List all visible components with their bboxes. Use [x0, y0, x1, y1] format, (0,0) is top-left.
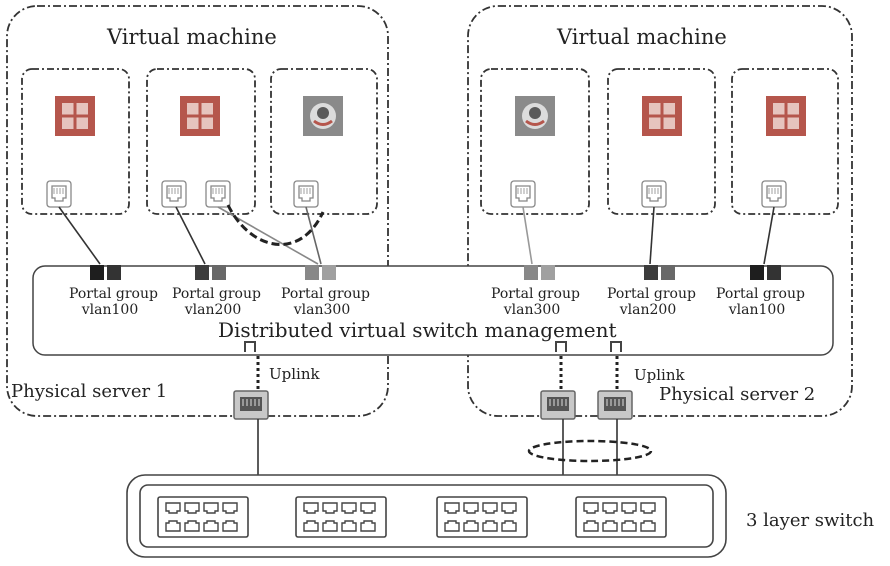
- nic-port-icon: [761, 180, 787, 208]
- physical-nic-icon: [233, 390, 269, 420]
- linux-icon: [515, 96, 555, 136]
- nic-port-icon: [641, 180, 667, 208]
- link-vm1-pg100: [58, 206, 101, 265]
- portal-group-label-5: Portal group vlan200: [607, 286, 696, 318]
- uplink-port-icon: [244, 341, 256, 352]
- portal-group-port-icon: [90, 265, 121, 280]
- portal-group-vlan: vlan200: [619, 302, 677, 318]
- link-vm6-pg100: [763, 206, 775, 265]
- link-vm2-pg200: [175, 206, 206, 265]
- vm-box-5: [607, 68, 716, 215]
- portal-group-vlan: vlan300: [293, 302, 351, 318]
- portal-group-label-3: Portal group vlan300: [281, 286, 370, 318]
- portal-group-port-icon: [524, 265, 555, 280]
- uplink-port-icon: [610, 341, 622, 352]
- physical-server-2-label: Physical server 2: [659, 384, 816, 405]
- physical-nic-icon: [540, 390, 576, 420]
- link-vm2b-pg300: [217, 206, 319, 265]
- vm-box-3: [270, 68, 378, 215]
- portal-group-name: Portal group: [491, 286, 580, 302]
- uplink-label-right: Uplink: [634, 366, 685, 384]
- link-vm4-pg300: [522, 206, 533, 265]
- linux-icon: [303, 96, 343, 136]
- portal-group-name: Portal group: [69, 286, 158, 302]
- physical-nic-icon: [597, 390, 633, 420]
- vm-box-2: [146, 68, 256, 215]
- portal-group-port-icon: [750, 265, 781, 280]
- portal-group-port-icon: [305, 265, 336, 280]
- layer3-switch: [126, 474, 727, 558]
- nic-port-icon: [46, 180, 72, 208]
- inter-vm-dashed-link: [226, 204, 325, 246]
- physical-server-1-box: [6, 5, 389, 417]
- windows-icon: [55, 96, 95, 136]
- portal-group-label-6: Portal group vlan100: [716, 286, 805, 318]
- windows-icon: [180, 96, 220, 136]
- physical-server-2-box: [467, 5, 853, 417]
- switch-port-group: [575, 496, 667, 538]
- layer3-switch-label: 3 layer switch: [746, 510, 875, 531]
- vm-title-right: Virtual machine: [557, 25, 727, 49]
- portal-group-label-2: Portal group vlan200: [172, 286, 261, 318]
- uplink-port-icon: [555, 341, 567, 352]
- windows-icon: [766, 96, 806, 136]
- nic-port-icon: [510, 180, 536, 208]
- portal-group-port-icon: [644, 265, 675, 280]
- switch-port-group: [157, 496, 249, 538]
- physical-server-1-label: Physical server 1: [11, 381, 168, 402]
- portal-group-vlan: vlan200: [184, 302, 242, 318]
- vm-title-left: Virtual machine: [107, 25, 277, 49]
- portal-group-name: Portal group: [172, 286, 261, 302]
- nic-port-icon: [293, 180, 319, 208]
- portal-group-label-1: Portal group vlan100: [69, 286, 158, 318]
- vm-box-6: [731, 68, 839, 215]
- portal-group-name: Portal group: [607, 286, 696, 302]
- portal-group-label-4: Portal group vlan300: [491, 286, 580, 318]
- uplink-label-left: Uplink: [269, 365, 320, 383]
- nic-port-icon: [161, 180, 187, 208]
- portal-group-vlan: vlan300: [503, 302, 561, 318]
- windows-icon: [642, 96, 682, 136]
- distributed-switch-box: [32, 265, 834, 356]
- nic-port-icon: [205, 180, 231, 208]
- dvs-management-label: Distributed virtual switch management: [218, 318, 617, 342]
- portal-group-name: Portal group: [716, 286, 805, 302]
- link-vm3-pg300: [305, 206, 322, 265]
- portal-group-vlan: vlan100: [728, 302, 786, 318]
- link-aggregation-ellipse: [527, 439, 653, 463]
- portal-group-vlan: vlan100: [81, 302, 139, 318]
- switch-port-group: [436, 496, 528, 538]
- switch-port-group: [295, 496, 387, 538]
- portal-group-port-icon: [195, 265, 226, 280]
- portal-group-name: Portal group: [281, 286, 370, 302]
- vm-box-4: [480, 68, 590, 215]
- link-vm5-pg200: [649, 206, 655, 265]
- vm-box-1: [21, 68, 130, 215]
